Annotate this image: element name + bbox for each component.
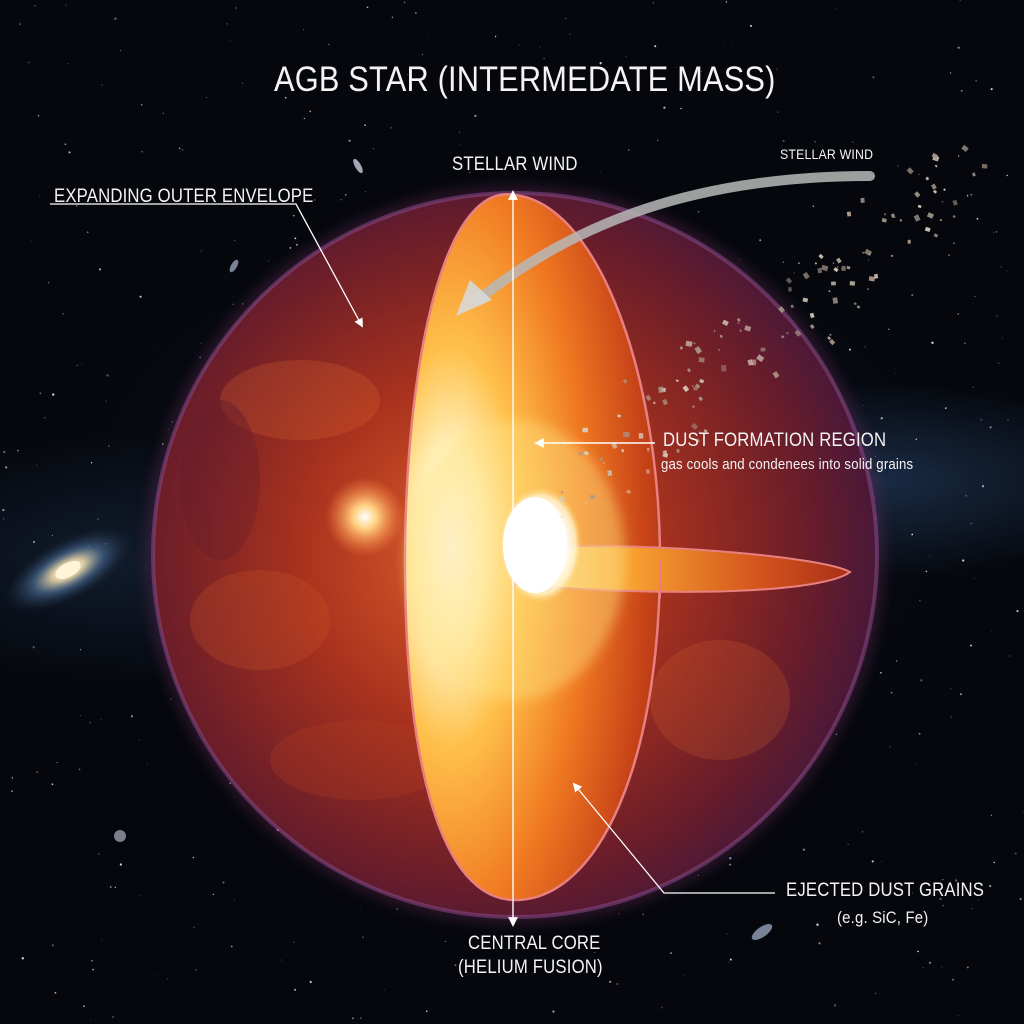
page-title: AGB STAR (INTERMEDATE MASS): [274, 60, 776, 99]
small-galaxy-icon: [114, 158, 773, 941]
label-ejected-dust: EJECTED DUST GRAINS: [786, 880, 985, 901]
leader-ejected-dust: [572, 782, 775, 894]
central-core: [405, 420, 625, 700]
label-core-sub: (HELIUM FUSION): [458, 957, 603, 978]
label-dust-formation: DUST FORMATION REGION: [663, 430, 887, 451]
label-core: CENTRAL CORE: [468, 933, 601, 954]
leader-outer-envelope: [50, 203, 363, 328]
label-outer-envelope: EXPANDING OUTER ENVELOPE: [54, 186, 314, 207]
surface-flare: [325, 477, 405, 557]
label-dust-formation-sub: gas cools and condenees into solid grain…: [661, 456, 914, 473]
label-ejected-dust-sub: (e.g. SiC, Fe): [837, 908, 929, 927]
spiral-galaxy-icon: [4, 527, 132, 613]
dust-grain-cluster-icon: [559, 144, 988, 519]
label-stellar-wind-right: STELLAR WIND: [780, 146, 874, 162]
label-stellar-wind-top: STELLAR WIND: [452, 154, 578, 175]
stellar-wind-arrow[interactable]: [456, 171, 875, 316]
